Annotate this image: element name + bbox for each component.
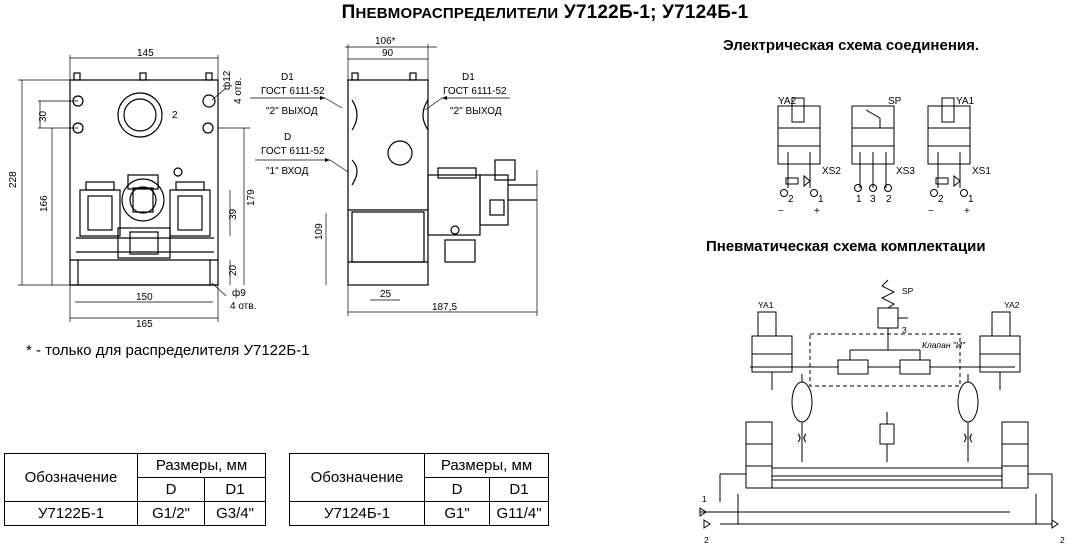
pneumatic-label-port3: 3 <box>902 325 907 335</box>
coil-label-ya1: YA1 <box>956 96 975 107</box>
pin-label: 1 <box>856 194 862 205</box>
dim-179: 179 <box>246 189 257 206</box>
coil-label-sp: SP <box>888 96 902 107</box>
header-d: D <box>424 477 490 502</box>
side-body-outline <box>347 79 429 286</box>
pneumatic-label-port2-right: 2 <box>1060 535 1065 545</box>
dim-150: 150 <box>136 292 153 303</box>
pin-label: 2 <box>886 194 892 205</box>
spec-table-u7124: Обозначение Размеры, мм D D1 У7124Б-1 G1… <box>289 453 549 526</box>
pin-label: 3 <box>870 194 876 205</box>
header-d1: D1 <box>204 477 266 502</box>
dim-20: 20 <box>228 264 239 276</box>
pneumatic-scheme-heading: Пневматическая схема комплектации <box>706 238 986 255</box>
pin-label: 1 <box>968 194 974 205</box>
header-sizes: Размеры, мм <box>424 453 549 478</box>
dim-90: 90 <box>382 48 394 59</box>
callout-gost-left-2: ГОСТ 6111-52 <box>261 146 325 157</box>
electrical-unit-ya2 <box>777 97 821 197</box>
row-d1: G3/4" <box>204 501 266 526</box>
row-d: G1/2" <box>137 501 205 526</box>
port-2-label: 2 <box>172 110 178 121</box>
electrical-unit-ya1 <box>927 97 971 197</box>
row-name: У7122Б-1 <box>4 501 138 526</box>
callout-in-left: "1" ВХОД <box>266 166 309 177</box>
pin-label: 1 <box>818 194 824 205</box>
dim-228: 228 <box>8 171 19 188</box>
dim-39: 39 <box>228 208 239 220</box>
header-designation: Обозначение <box>4 453 138 502</box>
dim-106: 106* <box>375 36 396 47</box>
electrical-scheme-heading: Электрическая схема соединения. <box>723 37 980 54</box>
pneumatic-label-sp: SP <box>902 286 914 296</box>
connector-label-xs3: XS3 <box>896 166 915 177</box>
header-designation: Обозначение <box>289 453 425 502</box>
pin-label: 2 <box>938 194 944 205</box>
spec-table-u7122: Обозначение Размеры, мм D D1 У7122Б-1 G1… <box>4 453 266 526</box>
callout-gost-right: ГОСТ 6111-52 <box>443 86 507 97</box>
dim-165: 165 <box>136 319 153 330</box>
callout-d1-right: D1 <box>462 72 475 83</box>
dim-187-5: 187,5 <box>432 302 457 313</box>
pneumatic-label-valve-i: Клапан "И" <box>922 340 966 350</box>
dim-30: 30 <box>38 110 49 122</box>
dim-25: 25 <box>380 289 392 300</box>
dim-166: 166 <box>39 195 50 212</box>
callout-out-left: "2" ВЫХОД <box>266 106 318 117</box>
dim-d9: ф9 <box>232 287 246 299</box>
callout-gost-left: ГОСТ 6111-52 <box>261 86 325 97</box>
pneumatic-scheme: SP YA1 YA2 3 Клапан "И" 1 2 2 <box>699 279 1065 545</box>
header-sizes: Размеры, мм <box>137 453 266 478</box>
electrical-scheme: YA2 XS2 2 1 − + SP XS3 1 3 2 YA1 XS1 2 1… <box>777 96 991 217</box>
dim-d12: ф12 <box>221 70 233 90</box>
page-title: ПНЕВМОРАСПРЕДЕЛИТЕЛИ У7122Б-1; У7124Б-1 <box>341 2 749 23</box>
header-d1: D1 <box>489 477 549 502</box>
pneumatic-label-ya2: YA2 <box>1004 300 1020 310</box>
row-d1: G11/4" <box>489 501 549 526</box>
polarity-label: − <box>778 206 784 217</box>
coil-label-ya2: YA2 <box>778 96 797 107</box>
row-d: G1" <box>424 501 490 526</box>
dim-109: 109 <box>314 223 325 240</box>
dim-145: 145 <box>137 48 154 59</box>
footnote: * - только для распределителя У7122Б-1 <box>26 342 310 359</box>
technical-drawing: 145 ф12 4 отв. 30 228 166 179 39 20 150 … <box>8 36 538 330</box>
pneumatic-label-port1: 1 <box>702 494 707 504</box>
pin-label: 2 <box>788 194 794 205</box>
callout-d1-left: D1 <box>281 72 294 83</box>
polarity-label: + <box>814 206 820 217</box>
dim-4-holes-top: 4 отв. <box>233 78 244 104</box>
row-name: У7124Б-1 <box>289 501 425 526</box>
electrical-unit-sp <box>851 105 895 192</box>
dim-4-holes-bottom: 4 отв. <box>230 301 256 312</box>
polarity-label: + <box>964 206 970 217</box>
polarity-label: − <box>928 206 934 217</box>
header-d: D <box>137 477 205 502</box>
callout-d-left: D <box>284 132 291 143</box>
connector-label-xs2: XS2 <box>822 166 841 177</box>
callout-out-right: "2" ВЫХОД <box>450 106 502 117</box>
pneumatic-label-port2-left: 2 <box>704 535 709 545</box>
connector-label-xs1: XS1 <box>972 166 991 177</box>
pneumatic-label-ya1: YA1 <box>758 300 774 310</box>
